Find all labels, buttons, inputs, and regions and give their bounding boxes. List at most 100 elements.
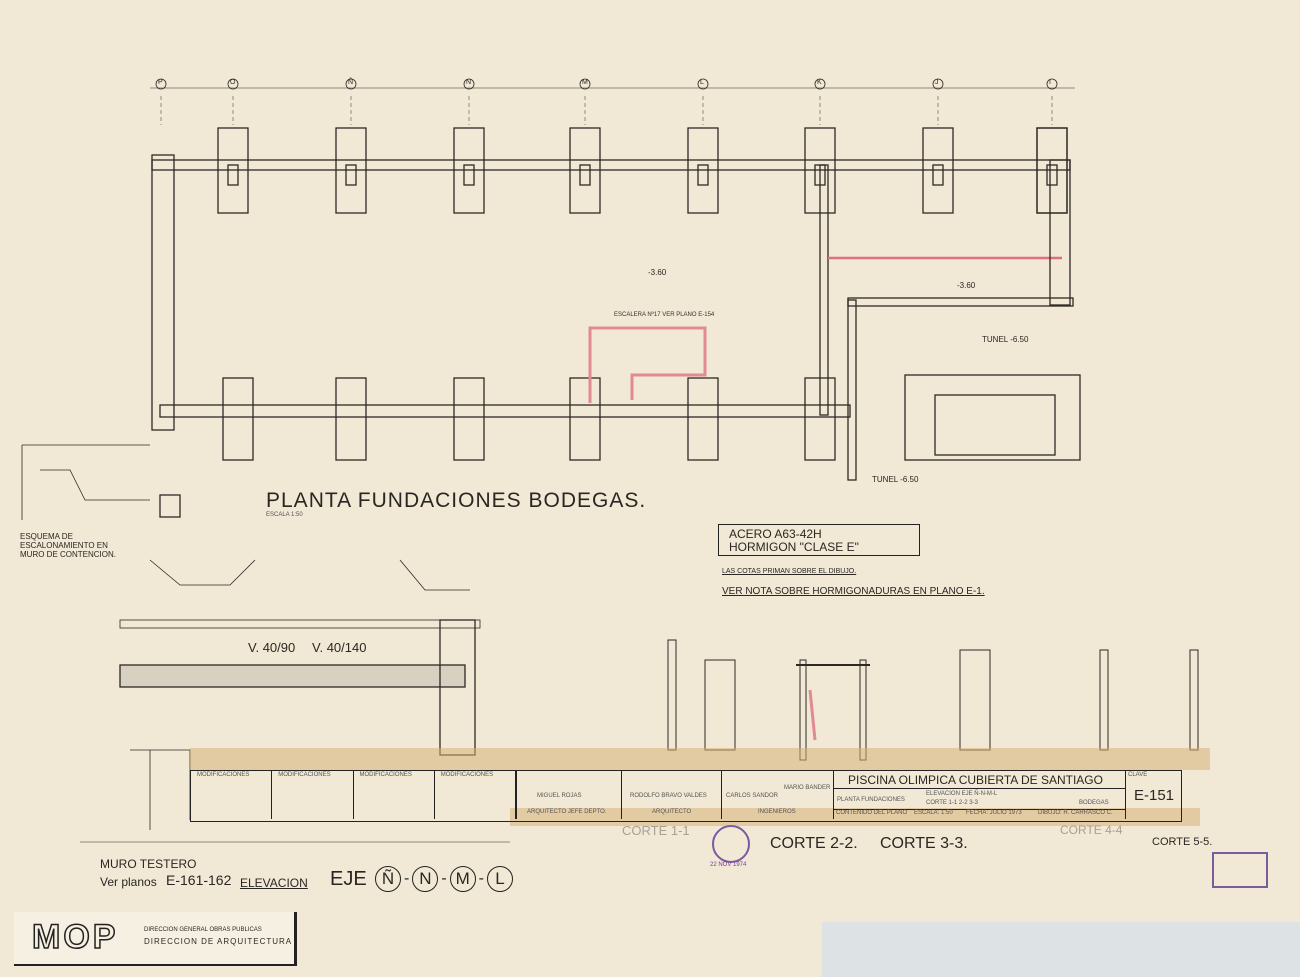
retaining-scheme [21,444,150,520]
modification-label: MODIFICACIONES [197,772,250,778]
beam-label-1: V. 40/90 [248,640,296,655]
mop-title-panel: MOP DIRECCION GENERAL OBRAS PUBLICAS DIR… [14,912,297,966]
project-cell: PISCINA OLIMPICA CUBIERTA DE SANTIAGO PL… [833,771,1126,819]
footing [335,377,367,461]
footing [569,377,601,461]
content-label: CONTENIDO DEL PLANO [836,810,908,816]
elevation-axis-bubble: N [412,866,439,892]
level-main: -3.60 [648,268,667,277]
modification-cell: MODIFICACIONES [191,771,273,819]
modification-label: MODIFICACIONES [359,772,412,778]
modification-cell: MODIFICACIONES [435,771,516,819]
elevation-axis-bubble: Ñ [375,866,401,892]
section-cut [667,639,677,751]
axis-separator: - [478,870,484,887]
section-cut [799,659,807,761]
column [579,164,591,186]
mop-line-1: DIRECCION GENERAL OBRAS PUBLICAS [144,927,262,933]
corte-1-1-title: CORTE 1-1 [622,823,690,838]
plan-scale: ESCALA 1:50 [266,512,303,518]
drawn-label: DIBUJO: R. CARRASCO C. [1038,810,1113,816]
scale-label: ESCALA: 1:50 [914,810,953,816]
level-right: -3.60 [957,281,976,290]
architect-role: ARQUITECTO [652,809,692,815]
engineer-2: MARIO BANDER [784,785,831,791]
grid-label: N [466,79,472,86]
grid-bubble [463,78,475,90]
tunnel-inner [934,394,1056,456]
grade-beam [847,297,1074,307]
corte-3-3-title: CORTE 3-3. [880,835,968,852]
grade-beam [151,159,1071,171]
corte-4-4-title: CORTE 4-4 [1060,823,1123,837]
rebar-scheme [149,559,470,591]
axis-separator: - [404,870,410,887]
material-box: ACERO A63-42H HORMIGON "CLASE E" [718,524,920,556]
engineers-cell: CARLOS SANDOR MARIO BANDER INGENIEROS [721,771,834,819]
tunnel-box [904,374,1081,461]
architect-name: RODOLFO BRAVO VALDES [630,793,707,799]
footing [222,377,254,461]
modification-cell: MODIFICACIONES [354,771,435,819]
wall-note-2: Ver planos [100,875,157,889]
key-label: CLAVE [1128,772,1148,778]
scheme-note: ESQUEMA DE ESCALONAMIENTO EN MURO DE CON… [20,532,116,559]
modification-label: MODIFICACIONES [440,772,494,778]
tape-strip [190,748,1210,770]
grid-label: Ñ [348,79,354,86]
muro-testero-section [130,749,191,830]
content-3: CORTE 1-1 2-2 3-3 [926,800,978,806]
stair-note: ESCALERA Nº17 VER PLANO E-154 [614,312,715,318]
grid-label: I [1049,79,1051,86]
column [697,164,709,186]
chief-architect-name: MIGUEL ROJAS [537,793,582,799]
grid-bubble [814,78,826,90]
content-2: ELEVACION EJE Ñ-N-M-L [926,791,998,797]
elevation-beam-top [119,619,481,629]
modification-label: MODIFICACIONES [278,772,331,778]
corte-2-2-title: CORTE 2-2. [770,835,858,852]
section-red [808,689,817,741]
stamp-date: 22 NOV 1974 [710,862,747,868]
grid-label: K [817,79,822,86]
section-cut [704,659,736,751]
engineer-1: CARLOS SANDOR [726,793,779,799]
grid-bubble [932,78,944,90]
corte-5-5-title: CORTE 5-5. [1152,836,1213,848]
grid-bubble [227,78,239,90]
elevation-axis-bubble: M [449,866,476,892]
footing [453,377,485,461]
grid-label: J [935,79,939,86]
stair-outline [588,326,707,403]
section-cut [1189,649,1199,751]
grid-label: M [582,79,588,86]
elevation-beam [119,664,466,688]
grid-bubble [579,78,591,90]
backing-paper [822,922,1300,977]
mop-line-2: DIRECCION DE ARQUITECTURA [144,937,293,946]
column [345,164,357,186]
level-tunnel: TUNEL -6.50 [982,335,1029,344]
wall-ref: E-161-162 [166,872,232,888]
project-title: PISCINA OLIMPICA CUBIERTA DE SANTIAGO [848,773,1103,787]
received-stamp [1212,852,1268,888]
concrete-note: VER NOTA SOBRE HORMIGONADURAS EN PLANO E… [722,586,985,597]
grid-label: P [158,79,163,86]
wall-note: MURO TESTERO [100,857,197,871]
wall [1049,159,1071,306]
grid-bubble [345,78,357,90]
dims-note: LAS COTAS PRIMAN SOBRE EL DIBUJO. [722,568,857,575]
footing-section [159,494,181,518]
modification-cell: MODIFICACIONES [272,771,354,819]
beam-label-2: V. 40/140 [312,640,367,655]
axis-separator: - [441,870,447,887]
section-cut [959,649,991,751]
elevation-title-eje: EJE [330,868,367,890]
engineers-role: INGENIEROS [758,809,796,815]
plan-title: PLANTA FUNDACIONES BODEGAS. [266,489,647,512]
grade-beam [159,404,851,418]
section-cut [859,659,867,761]
grid-label: O [230,79,236,86]
